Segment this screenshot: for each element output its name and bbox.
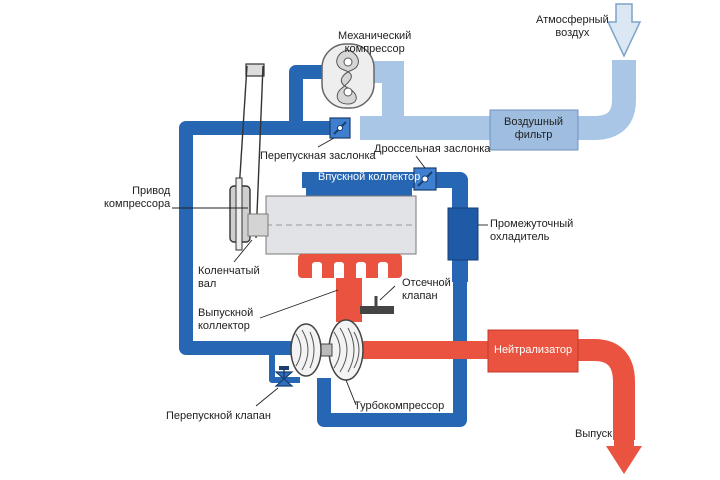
label-throttle: Дроссельная заслонка — [374, 143, 491, 155]
label-cutoff-valve-line1: Отсечной — [402, 277, 451, 289]
label-bypass-valve: Перепускной клапан — [166, 410, 271, 422]
charge-air-duct — [179, 65, 468, 427]
bypass-damper-valve — [329, 117, 351, 139]
label-atmospheric-air: Атмосферный воздух — [536, 14, 609, 40]
catalyst-box — [487, 329, 579, 373]
label-air-filter-line2: фильтр — [514, 129, 553, 141]
label-atmospheric-air-line2: воздух — [555, 27, 590, 39]
label-mechanical-compressor: Механический компрессор — [338, 30, 411, 56]
atmospheric-air-arrow — [606, 3, 642, 58]
label-mechanical-compressor-line2: компрессор — [344, 43, 405, 55]
exhaust-manifold — [298, 254, 402, 322]
fresh-air-intake-duct — [360, 60, 636, 140]
label-exhaust-manifold-line1: Выпускной — [198, 307, 254, 319]
exhaust-duct — [360, 339, 635, 440]
engine-block — [247, 195, 417, 255]
label-intercooler: Промежуточный охладитель — [490, 218, 573, 244]
turbocharger — [290, 319, 364, 381]
label-crankshaft: Коленчатый вал — [198, 265, 260, 291]
label-crankshaft-line2: вал — [198, 278, 217, 290]
label-exhaust: Выпуск — [575, 428, 612, 440]
label-compressor-drive-line1: Привод — [132, 185, 171, 197]
label-intercooler-line2: охладитель — [490, 231, 550, 243]
compressor-belt-drive — [229, 63, 265, 251]
label-intake-manifold: Впускной коллектор — [318, 171, 421, 183]
label-air-filter: Воздушный фильтр — [504, 116, 563, 142]
exhaust-outlet-arrow — [606, 436, 642, 474]
intercooler-block — [447, 207, 479, 261]
label-atmospheric-air-line1: Атмосферный — [536, 14, 609, 26]
label-bypass-damper: Перепускная заслонка — [260, 150, 376, 162]
cutoff-valve — [360, 296, 394, 314]
mechanical-compressor — [321, 43, 375, 109]
label-catalyst: Нейтрализатор — [494, 344, 573, 356]
label-intercooler-line1: Промежуточный — [490, 218, 574, 230]
label-cutoff-valve-line2: клапан — [402, 290, 438, 302]
label-turbocharger: Турбокомпрессор — [354, 400, 445, 412]
label-exhaust-manifold-line2: коллектор — [198, 320, 250, 332]
bypass-valve — [274, 366, 294, 387]
label-cutoff-valve: Отсечной клапан — [402, 277, 451, 303]
label-air-filter-line1: Воздушный — [504, 116, 564, 128]
throttle-valve — [413, 167, 437, 191]
label-crankshaft-line1: Коленчатый — [198, 265, 260, 277]
label-exhaust-manifold: Выпускной коллектор — [198, 307, 253, 333]
leader-lines — [172, 137, 488, 407]
label-compressor-drive: Привод компрессора — [104, 185, 170, 211]
air-filter-box — [489, 109, 579, 151]
label-mechanical-compressor-line1: Механический — [338, 30, 412, 42]
label-compressor-drive-line2: компрессора — [104, 198, 171, 210]
